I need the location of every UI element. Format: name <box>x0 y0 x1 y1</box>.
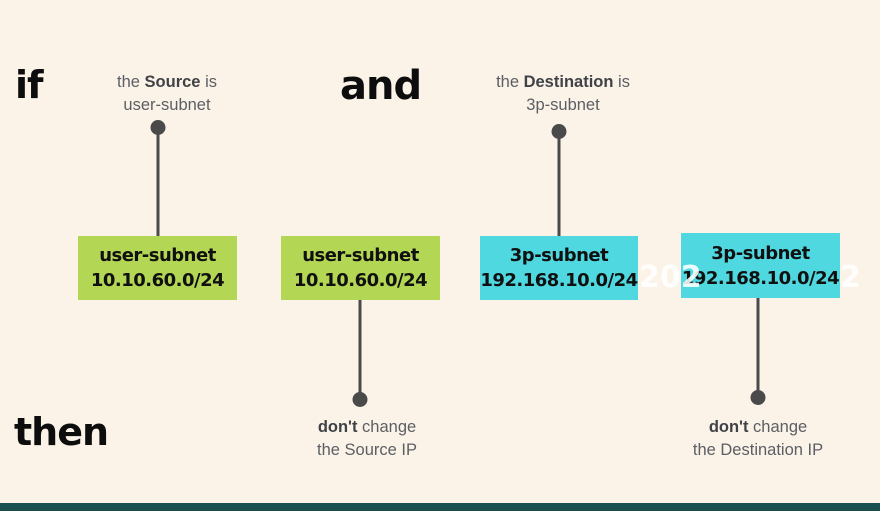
connector-source-result-pin <box>352 300 367 407</box>
pin-stem <box>358 300 361 400</box>
result-source-line1: don't change <box>317 418 417 436</box>
condition-destination: the Destination is 3p-subnet <box>453 71 673 117</box>
connector-destination-result-pin <box>750 298 765 405</box>
watermark-fragment: 202 <box>639 260 702 295</box>
pin-stem <box>557 131 560 236</box>
subnet-name: user-subnet <box>302 245 419 266</box>
subnet-cidr: 10.10.60.0/24 <box>90 270 225 291</box>
subnet-name: 3p-subnet <box>711 242 810 264</box>
then-label: then <box>14 410 109 454</box>
condition-source-line2: user-subnet <box>123 96 211 114</box>
condition-destination-line1: the Destination is <box>496 73 630 91</box>
result-source-line2: the Source IP <box>317 441 417 459</box>
condition-source: the Source is user-subnet <box>57 71 277 117</box>
pin-dot-icon <box>750 390 765 405</box>
watermark-fragment: 2 <box>840 260 861 295</box>
footer-bar <box>0 503 880 511</box>
if-label: if <box>15 63 44 107</box>
connector-destination-pin <box>551 124 566 236</box>
connector-source-pin <box>150 120 165 236</box>
subnet-cidr: 192.168.10.0/24 <box>480 270 638 291</box>
pin-stem <box>756 298 759 398</box>
and-label: and <box>340 63 422 109</box>
condition-source-line1: the Source is <box>117 73 217 91</box>
result-destination: don't change the Destination IP <box>648 416 868 462</box>
subnet-box-user-2: user-subnet 10.10.60.0/24 <box>281 236 440 300</box>
pin-dot-icon <box>352 392 367 407</box>
subnet-box-3p-1: 3p-subnet 192.168.10.0/24 <box>480 236 638 300</box>
subnet-name: user-subnet <box>99 245 216 266</box>
subnet-box-3p-2: 3p-subnet 192.168.10.0/24 <box>681 233 840 298</box>
subnet-box-user-1: user-subnet 10.10.60.0/24 <box>78 236 237 300</box>
pin-stem <box>156 127 159 236</box>
condition-destination-line2: 3p-subnet <box>526 96 600 114</box>
result-destination-line1: don't change <box>708 418 808 436</box>
result-destination-line2: the Destination IP <box>692 441 824 459</box>
subnet-name: 3p-subnet <box>509 245 609 266</box>
subnet-cidr: 192.168.10.0/24 <box>681 267 840 289</box>
subnet-cidr: 10.10.60.0/24 <box>293 270 428 291</box>
result-source: don't change the Source IP <box>257 416 477 462</box>
